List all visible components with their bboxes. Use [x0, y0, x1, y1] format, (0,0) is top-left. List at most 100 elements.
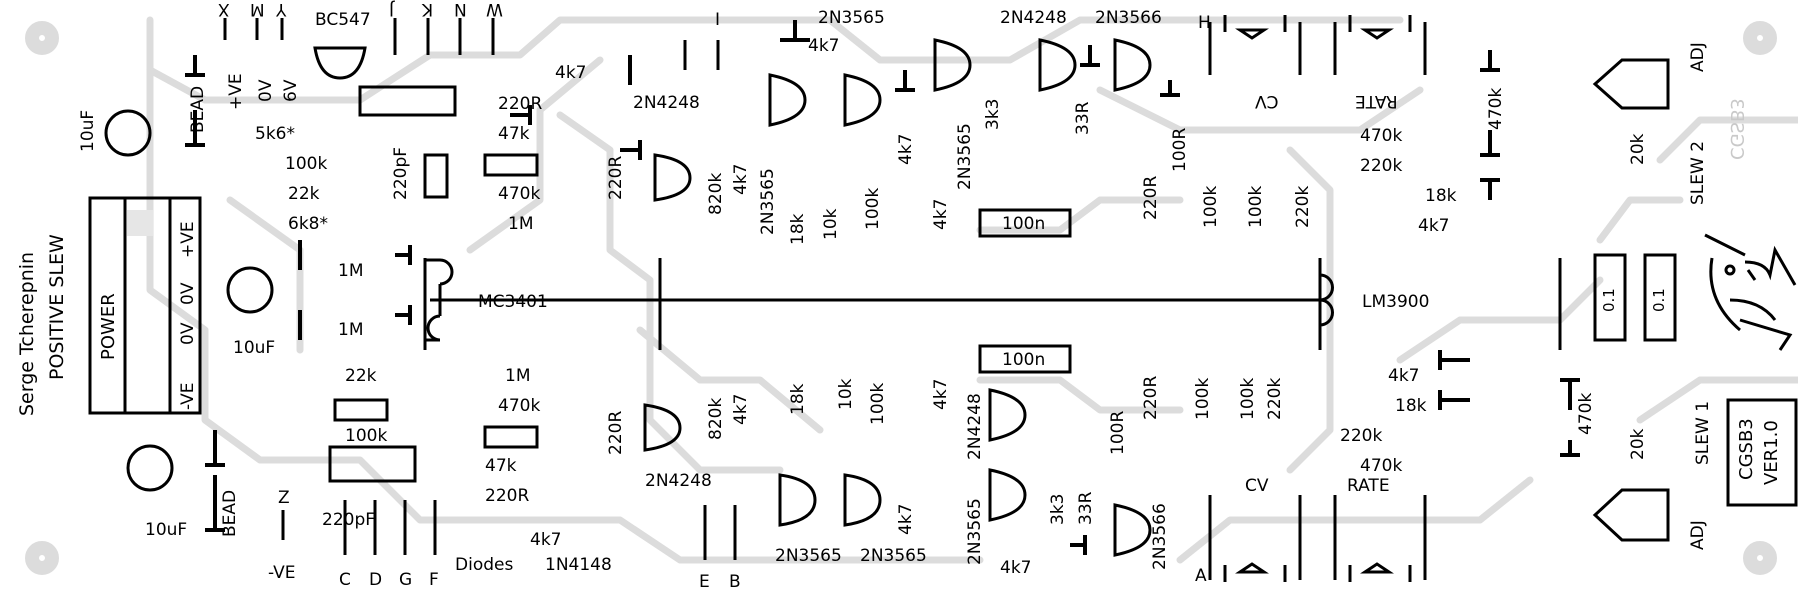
top-pin-pve: +VE: [226, 73, 246, 110]
r-4k7-c4: 4k7: [931, 198, 951, 230]
r-1m-c: 1M: [338, 320, 364, 340]
transistor-2n3566-1: 2N3566: [1095, 8, 1162, 28]
top-letter-j: J: [389, 0, 395, 19]
top-pin-6v: 6V: [281, 79, 301, 102]
copper-traces: [146, 16, 1798, 564]
r-5k6: 5k6*: [255, 124, 295, 144]
c-100n-a: 100n: [1002, 214, 1046, 234]
r-470k-c: 470k: [1360, 126, 1403, 146]
cap-10uf-bottom-label: 10uF: [145, 520, 188, 540]
r-6k8: 6k8*: [288, 214, 328, 234]
bottom-pin-g: G: [399, 570, 413, 590]
r-220k-b: 220k: [1265, 377, 1285, 420]
r-220r-f: 220R: [1141, 375, 1161, 420]
r-1m-b: 1M: [338, 261, 364, 281]
bead-top-label: BEAD: [188, 85, 208, 133]
label-cv: CV: [1245, 476, 1269, 496]
r-220r-d: 220R: [606, 410, 626, 455]
power-pin-0v-a: 0V: [178, 282, 198, 305]
r-220r-a: 220R: [498, 94, 543, 114]
c-220pf-a: 220pF: [391, 146, 411, 200]
pot-20k-top: 20k: [1628, 133, 1648, 165]
bottom-pin-c: C: [339, 570, 351, 590]
r-100r-b: 100R: [1108, 410, 1128, 455]
power-pin-pve: +VE: [178, 221, 198, 258]
r-820k-a: 820k: [706, 172, 726, 215]
transistor-2n4248-2: 2N4248: [1000, 8, 1067, 28]
trimmer-pots: [1592, 58, 1670, 542]
transistor-2n3565-1: 2N3565: [818, 8, 885, 28]
transistor-2n4248-4: 2N4248: [965, 393, 985, 460]
label-slew1: SLEW 1: [1693, 400, 1713, 465]
r-10k-a: 10k: [821, 208, 841, 240]
r-4k7-c2: 4k7: [731, 163, 751, 195]
top-letter-m: M: [250, 0, 265, 19]
module-version: VER1.0: [1761, 420, 1782, 485]
transistor-2n3565-2: 2N3565: [758, 168, 778, 235]
r-100k-f: 100k: [868, 382, 888, 425]
c-220pf-b: 220pF: [322, 510, 376, 530]
r-18k-d: 18k: [1395, 396, 1427, 416]
r-22k-b: 22k: [345, 366, 377, 386]
r-4k7-c1: 4k7: [808, 36, 840, 56]
ic-sockets: [423, 258, 1562, 350]
component-stubs: [185, 20, 1580, 555]
r-470k-a: 470k: [498, 184, 541, 204]
letter-h: H: [1198, 13, 1211, 33]
label-rate: RATE: [1347, 476, 1390, 496]
jack-footprints: [1208, 15, 1427, 582]
bottom-pin-b: B: [729, 572, 741, 592]
r-33r-b: 33R: [1076, 491, 1096, 525]
top-letter-w: W: [486, 0, 503, 19]
r-4k7-r2: 4k7: [1388, 366, 1420, 386]
r-3k3-a: 3k3: [983, 98, 1003, 130]
r-4k7-c7: 4k7: [896, 503, 916, 535]
r-4k7-r1: 4k7: [1418, 216, 1450, 236]
code-mirrored: CGSB3: [1726, 98, 1747, 160]
top-pin-0v: 0V: [256, 79, 276, 102]
electrolytic-caps: [104, 109, 274, 492]
bottom-pin-nve: -VE: [268, 563, 296, 583]
r-47k-b: 47k: [485, 456, 517, 476]
r-22k-a: 22k: [288, 184, 320, 204]
r-470k-e: 470k: [1360, 456, 1403, 476]
r-4k7-c5: 4k7: [731, 393, 751, 425]
top-letter-n: N: [454, 0, 467, 19]
power-pin-nve: -VE: [178, 382, 198, 410]
r-100k-h: 100k: [1238, 377, 1258, 420]
label-cv-mirrored: CV: [1255, 91, 1279, 111]
r-4k7-c3: 4k7: [896, 133, 916, 165]
r-18k-a: 18k: [788, 213, 808, 245]
power-header-outline: [88, 196, 202, 415]
label-adj-bottom: ADJ: [1688, 520, 1708, 550]
r-3k3-b: 3k3: [1048, 493, 1068, 525]
r-100k-a: 100k: [285, 154, 328, 174]
r-100k-d: 100k: [1201, 185, 1221, 228]
r-4k7-top: 4k7: [555, 63, 587, 83]
r-220r-e: 220R: [1141, 175, 1161, 220]
bottom-pin-f: F: [429, 570, 439, 590]
r-470k-b: 470k: [498, 396, 541, 416]
r-47k-a: 47k: [498, 124, 530, 144]
transistor-bodies: [313, 38, 1152, 557]
ic-mc3401: MC3401: [478, 292, 548, 312]
diodes-label: Diodes: [455, 555, 514, 575]
transistor-2n3565-3: 2N3565: [955, 123, 975, 190]
r-18k-c: 18k: [1425, 186, 1457, 206]
bottom-pin-e: E: [699, 572, 710, 592]
component-boxes: [328, 85, 1798, 507]
cap-10uf-top-label: 10uF: [78, 109, 98, 152]
c-01-a: 0.1: [1600, 288, 1618, 312]
transistor-2n4248-1: 2N4248: [633, 93, 700, 113]
r-100k-g: 100k: [1193, 377, 1213, 420]
pot-20k-bottom: 20k: [1628, 428, 1648, 460]
r-220k-d: 220k: [1340, 426, 1383, 446]
bead-bottom-label: BEAD: [220, 489, 240, 537]
transistor-2n3565-5: 2N3565: [860, 546, 927, 566]
mounting-holes: [25, 21, 1777, 575]
top-letter-k: K: [422, 0, 434, 19]
letter-a: A: [1195, 566, 1207, 586]
r-100k-c: 100k: [863, 187, 883, 230]
transistor-2n3565-6: 2N3565: [965, 498, 985, 565]
